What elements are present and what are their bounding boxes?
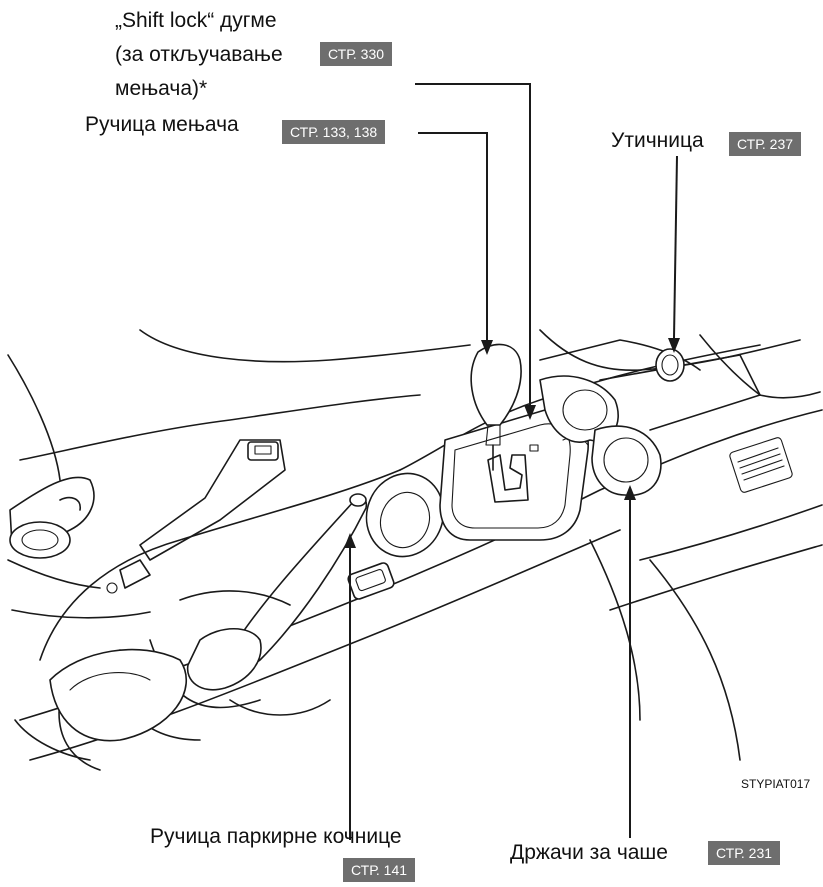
parking-brake-page-badge: СТР. 141 <box>343 858 415 882</box>
shift-lever-label: Ручица мењача <box>85 112 239 137</box>
power-outlet-page-badge: СТР. 237 <box>729 132 801 156</box>
cup-holders-page-badge: СТР. 231 <box>708 841 780 865</box>
shift-lock-page-badge: СТР. 330 <box>320 42 392 66</box>
shift-lock-label-line2: (за откључавање <box>115 42 283 67</box>
shift-lock-label-line3: мењача)* <box>115 76 207 101</box>
shift-lock-label-line1: „Shift lock“ дугме <box>115 8 277 33</box>
cup-holders-label: Држачи за чаше <box>510 840 668 865</box>
parking-brake-label: Ручица паркирне кочнице <box>150 824 402 849</box>
image-code: STYPIAT017 <box>741 777 810 791</box>
power-outlet-label: Утичница <box>611 128 704 153</box>
shift-lever-page-badge: СТР. 133, 138 <box>282 120 385 144</box>
